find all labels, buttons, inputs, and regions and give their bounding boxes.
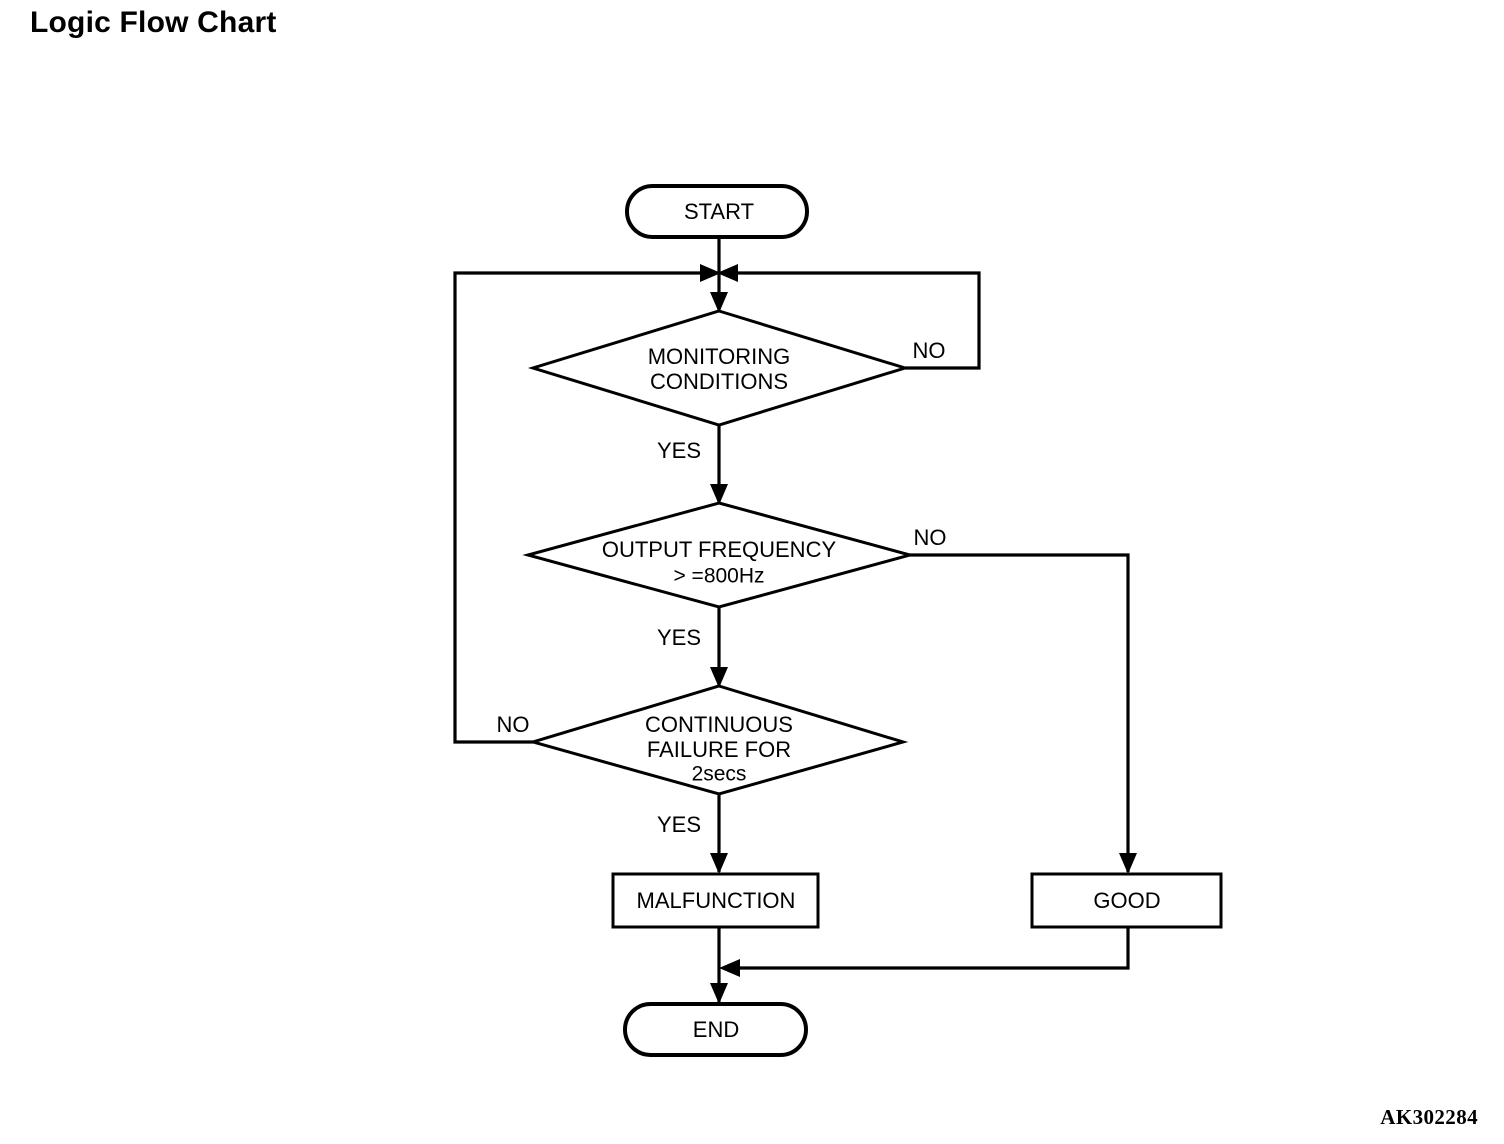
arrowhead-loopback-right <box>717 264 738 282</box>
edge-label-frequency-yes: YES <box>657 625 701 650</box>
node-continuous-label-line1: CONTINUOUS <box>645 712 793 737</box>
node-output-frequency[interactable] <box>522 501 916 609</box>
node-continuous-label-line2: FAILURE FOR <box>647 737 791 762</box>
arrowhead-into-good <box>1119 853 1137 874</box>
edge-frequency-no-to-good <box>910 553 1130 872</box>
edge-label-continuous-yes: YES <box>657 812 701 837</box>
arrowhead-loopback-left <box>700 264 721 282</box>
node-start[interactable] <box>625 184 809 239</box>
node-start-label: START <box>684 199 754 224</box>
node-malfunction-label: MALFUNCTION <box>637 888 796 913</box>
edge-label-monitoring-no: NO <box>913 338 946 363</box>
node-continuous-label-line3: 2secs <box>692 763 747 786</box>
edge-monitoring-no-loopback <box>728 271 981 370</box>
node-end[interactable] <box>623 1002 808 1057</box>
node-monitoring-conditions[interactable] <box>527 309 911 427</box>
edge-label-continuous-no: NO <box>497 712 530 737</box>
node-good-label: GOOD <box>1093 888 1160 913</box>
node-monitoring-label-line2: CONDITIONS <box>650 369 788 394</box>
edge-good-to-end <box>731 927 1130 970</box>
arrowhead-into-malfunction <box>710 853 728 874</box>
node-monitoring-label-line1: MONITORING <box>648 344 791 369</box>
node-frequency-label-line2: > =800Hz <box>673 565 764 588</box>
page-title: Logic Flow Chart <box>30 6 277 39</box>
figure-code: AK302284 <box>1380 1105 1478 1129</box>
edge-label-frequency-no: NO <box>914 525 947 550</box>
arrowhead-into-continuous <box>710 667 728 688</box>
arrowhead-good-merge <box>719 959 740 977</box>
node-malfunction[interactable] <box>611 872 820 929</box>
node-end-label: END <box>693 1017 739 1042</box>
node-continuous-failure[interactable] <box>527 684 909 796</box>
edge-continuous-no-loopback <box>453 271 710 744</box>
node-frequency-label-line1: OUTPUT FREQUENCY <box>602 537 837 562</box>
node-good[interactable] <box>1030 872 1223 929</box>
arrowhead-into-end <box>710 983 728 1004</box>
arrowhead-into-monitoring <box>710 292 728 313</box>
arrowhead-into-frequency <box>710 484 728 505</box>
edge-label-monitoring-yes: YES <box>657 438 701 463</box>
